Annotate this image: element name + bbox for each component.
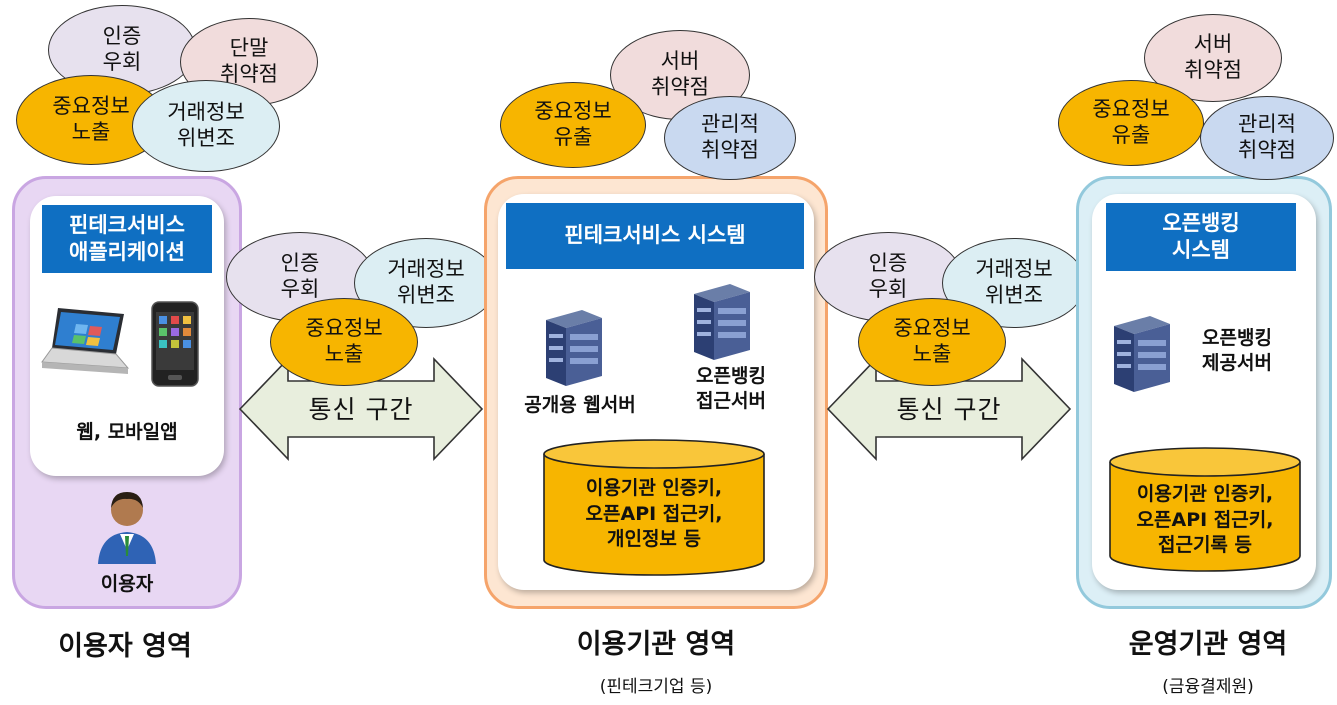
institution-info-leak-threat: 중요정보 유출 [500,82,646,168]
laptop-icon [41,308,130,374]
person-icon [98,492,156,564]
person-label: 이용자 [100,573,154,595]
database-icon [543,439,765,576]
double-arrow-icon [826,357,1072,461]
server-icon [1114,316,1170,392]
link2-info-leak-threat: 중요정보 노출 [858,298,1006,386]
operator-db-label: 이용기관 인증키, 오픈API 접근키, 접근기록 등 [1136,483,1274,557]
operator-mgmt-vuln-threat: 관리적 취약점 [1200,96,1334,180]
link1-label: 통신 구간 [308,395,414,424]
double-arrow-icon [238,357,484,461]
operator-zone-title: 운영기관 영역 [1128,629,1288,660]
web-server-label: 공개용 웹서버 [524,394,636,416]
database-icon [1109,447,1301,572]
user-tx-tamper-threat: 거래정보 위변조 [132,80,280,172]
institution-zone-title-bar: 핀테크서비스 시스템 [506,203,804,269]
user-zone-title-bar: 핀테크서비스 애플리케이션 [42,205,212,273]
user-zone-title: 이용자 영역 [58,631,192,662]
operator-server-label: 오픈뱅킹 제공서버 [1202,327,1272,374]
operator-zone-subtitle: (금융결제원) [1162,677,1254,697]
institution-zone-title: 이용기관 영역 [576,629,736,660]
institution-mgmt-vuln-threat: 관리적 취약점 [664,96,796,180]
access-server-label: 오픈뱅킹 접근서버 [696,365,766,412]
institution-db-label: 이용기관 인증키, 오픈API 접근키, 개인정보 등 [585,477,723,551]
device-label: 웹, 모바일앱 [76,421,178,443]
smartphone-icon [151,301,199,387]
link1-info-leak-threat: 중요정보 노출 [270,298,418,386]
operator-info-leak-threat: 중요정보 유출 [1058,80,1204,166]
link2-label: 통신 구간 [896,395,1002,424]
server-icon [694,284,750,360]
institution-zone-subtitle: (핀테크기업 등) [599,677,713,697]
server-icon [546,310,602,386]
operator-zone-title-bar: 오픈뱅킹 시스템 [1106,203,1296,271]
